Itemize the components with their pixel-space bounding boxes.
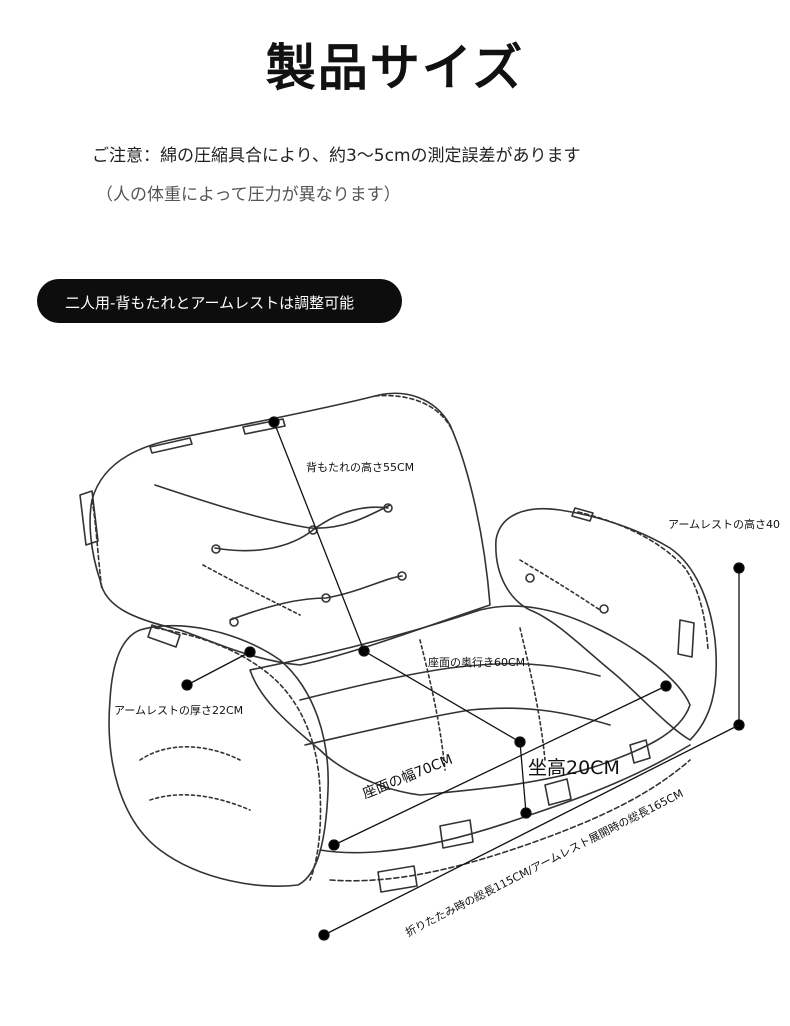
seat-height-label: 坐高20CM [528, 757, 620, 779]
seat-width-line [328, 680, 672, 851]
total-length-line [318, 724, 740, 941]
feature-badge-text: 二人用-背もたれとアームレストは調整可能 [65, 294, 355, 312]
armrest-thickness-label: アームレストの厚さ22CM [114, 704, 244, 717]
page-title: 製品サイズ [265, 39, 525, 97]
armrest-height-line [733, 562, 745, 731]
measurement-note: ご注意：綿の圧縮具合により、約3〜5cmの測定誤差があります [92, 146, 581, 166]
weight-note: （人の体重によって圧力が異なります） [96, 185, 401, 205]
backrest-height-label: 背もたれの高さ55CM [306, 461, 415, 474]
feature-badge: 二人用-背もたれとアームレストは調整可能 [37, 279, 402, 323]
sofa-illustration [79, 392, 718, 893]
armrest-thickness-line [181, 646, 256, 691]
seat-depth-label: 座面の奥行き60CM [428, 656, 526, 669]
armrest-height-label: アームレストの高さ40 [668, 518, 781, 531]
dimension-lines [181, 416, 745, 941]
seat-height-line [519, 741, 532, 819]
backrest-height-line [268, 416, 370, 657]
